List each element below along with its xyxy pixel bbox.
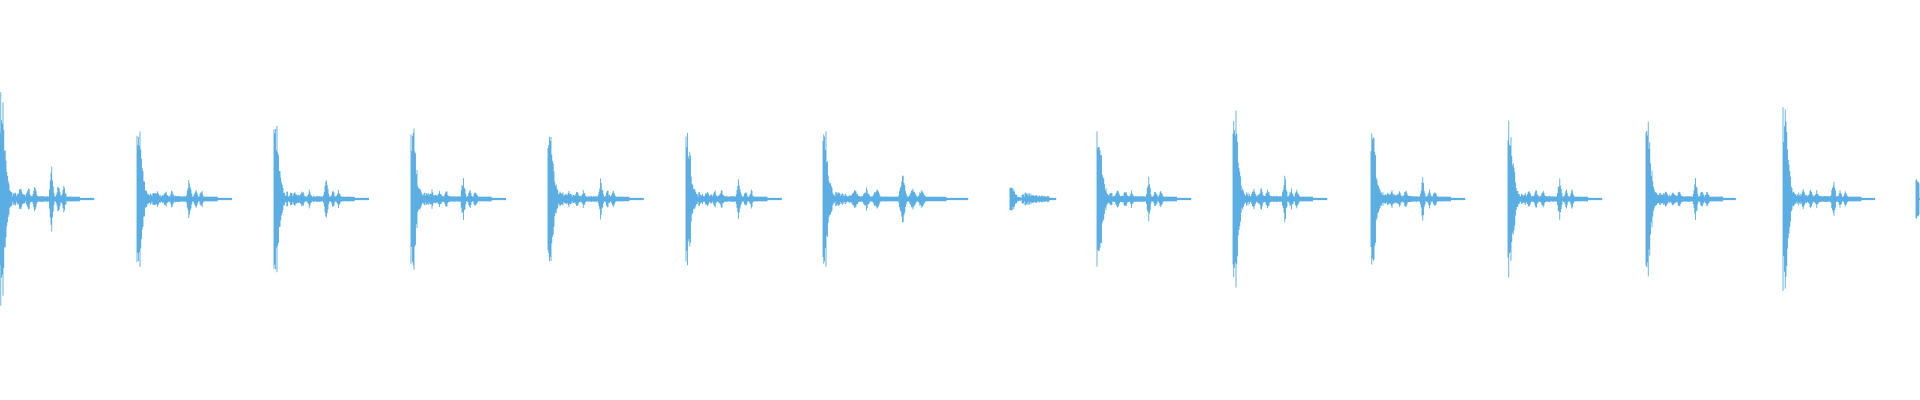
waveform-spike — [410, 128, 506, 270]
waveform-beat — [1232, 110, 1328, 288]
waveform-spike — [822, 131, 969, 267]
waveform-spike — [1782, 107, 1875, 291]
waveform-beat — [1370, 133, 1466, 265]
waveform-beat — [1096, 131, 1192, 267]
waveform-beat — [1915, 179, 1920, 219]
waveform-beat — [547, 136, 644, 262]
waveform-beat — [1009, 187, 1057, 211]
waveform-spike — [273, 125, 369, 273]
waveform-spike — [1096, 131, 1192, 267]
waveform-spike — [1009, 187, 1057, 211]
waveform-beats — [0, 92, 1920, 306]
waveform-spike — [1915, 179, 1920, 219]
waveform-beat — [1782, 107, 1875, 291]
waveform-beat — [1645, 121, 1736, 277]
waveform-beat — [410, 128, 506, 270]
waveform-beat — [0, 92, 95, 306]
waveform-beat — [273, 125, 369, 273]
waveform-spike — [136, 131, 232, 267]
waveform-spike — [1645, 121, 1736, 277]
waveform-beat — [822, 131, 969, 267]
waveform-spike — [685, 132, 782, 266]
waveform-beat — [136, 131, 232, 267]
waveform-spike — [1232, 110, 1328, 288]
waveform-spike — [0, 92, 95, 306]
waveform-beat — [685, 132, 782, 266]
waveform-beat — [1507, 120, 1603, 278]
waveform-spike — [547, 136, 644, 262]
waveform-spike — [1370, 133, 1466, 265]
waveform-spike — [1507, 120, 1603, 278]
